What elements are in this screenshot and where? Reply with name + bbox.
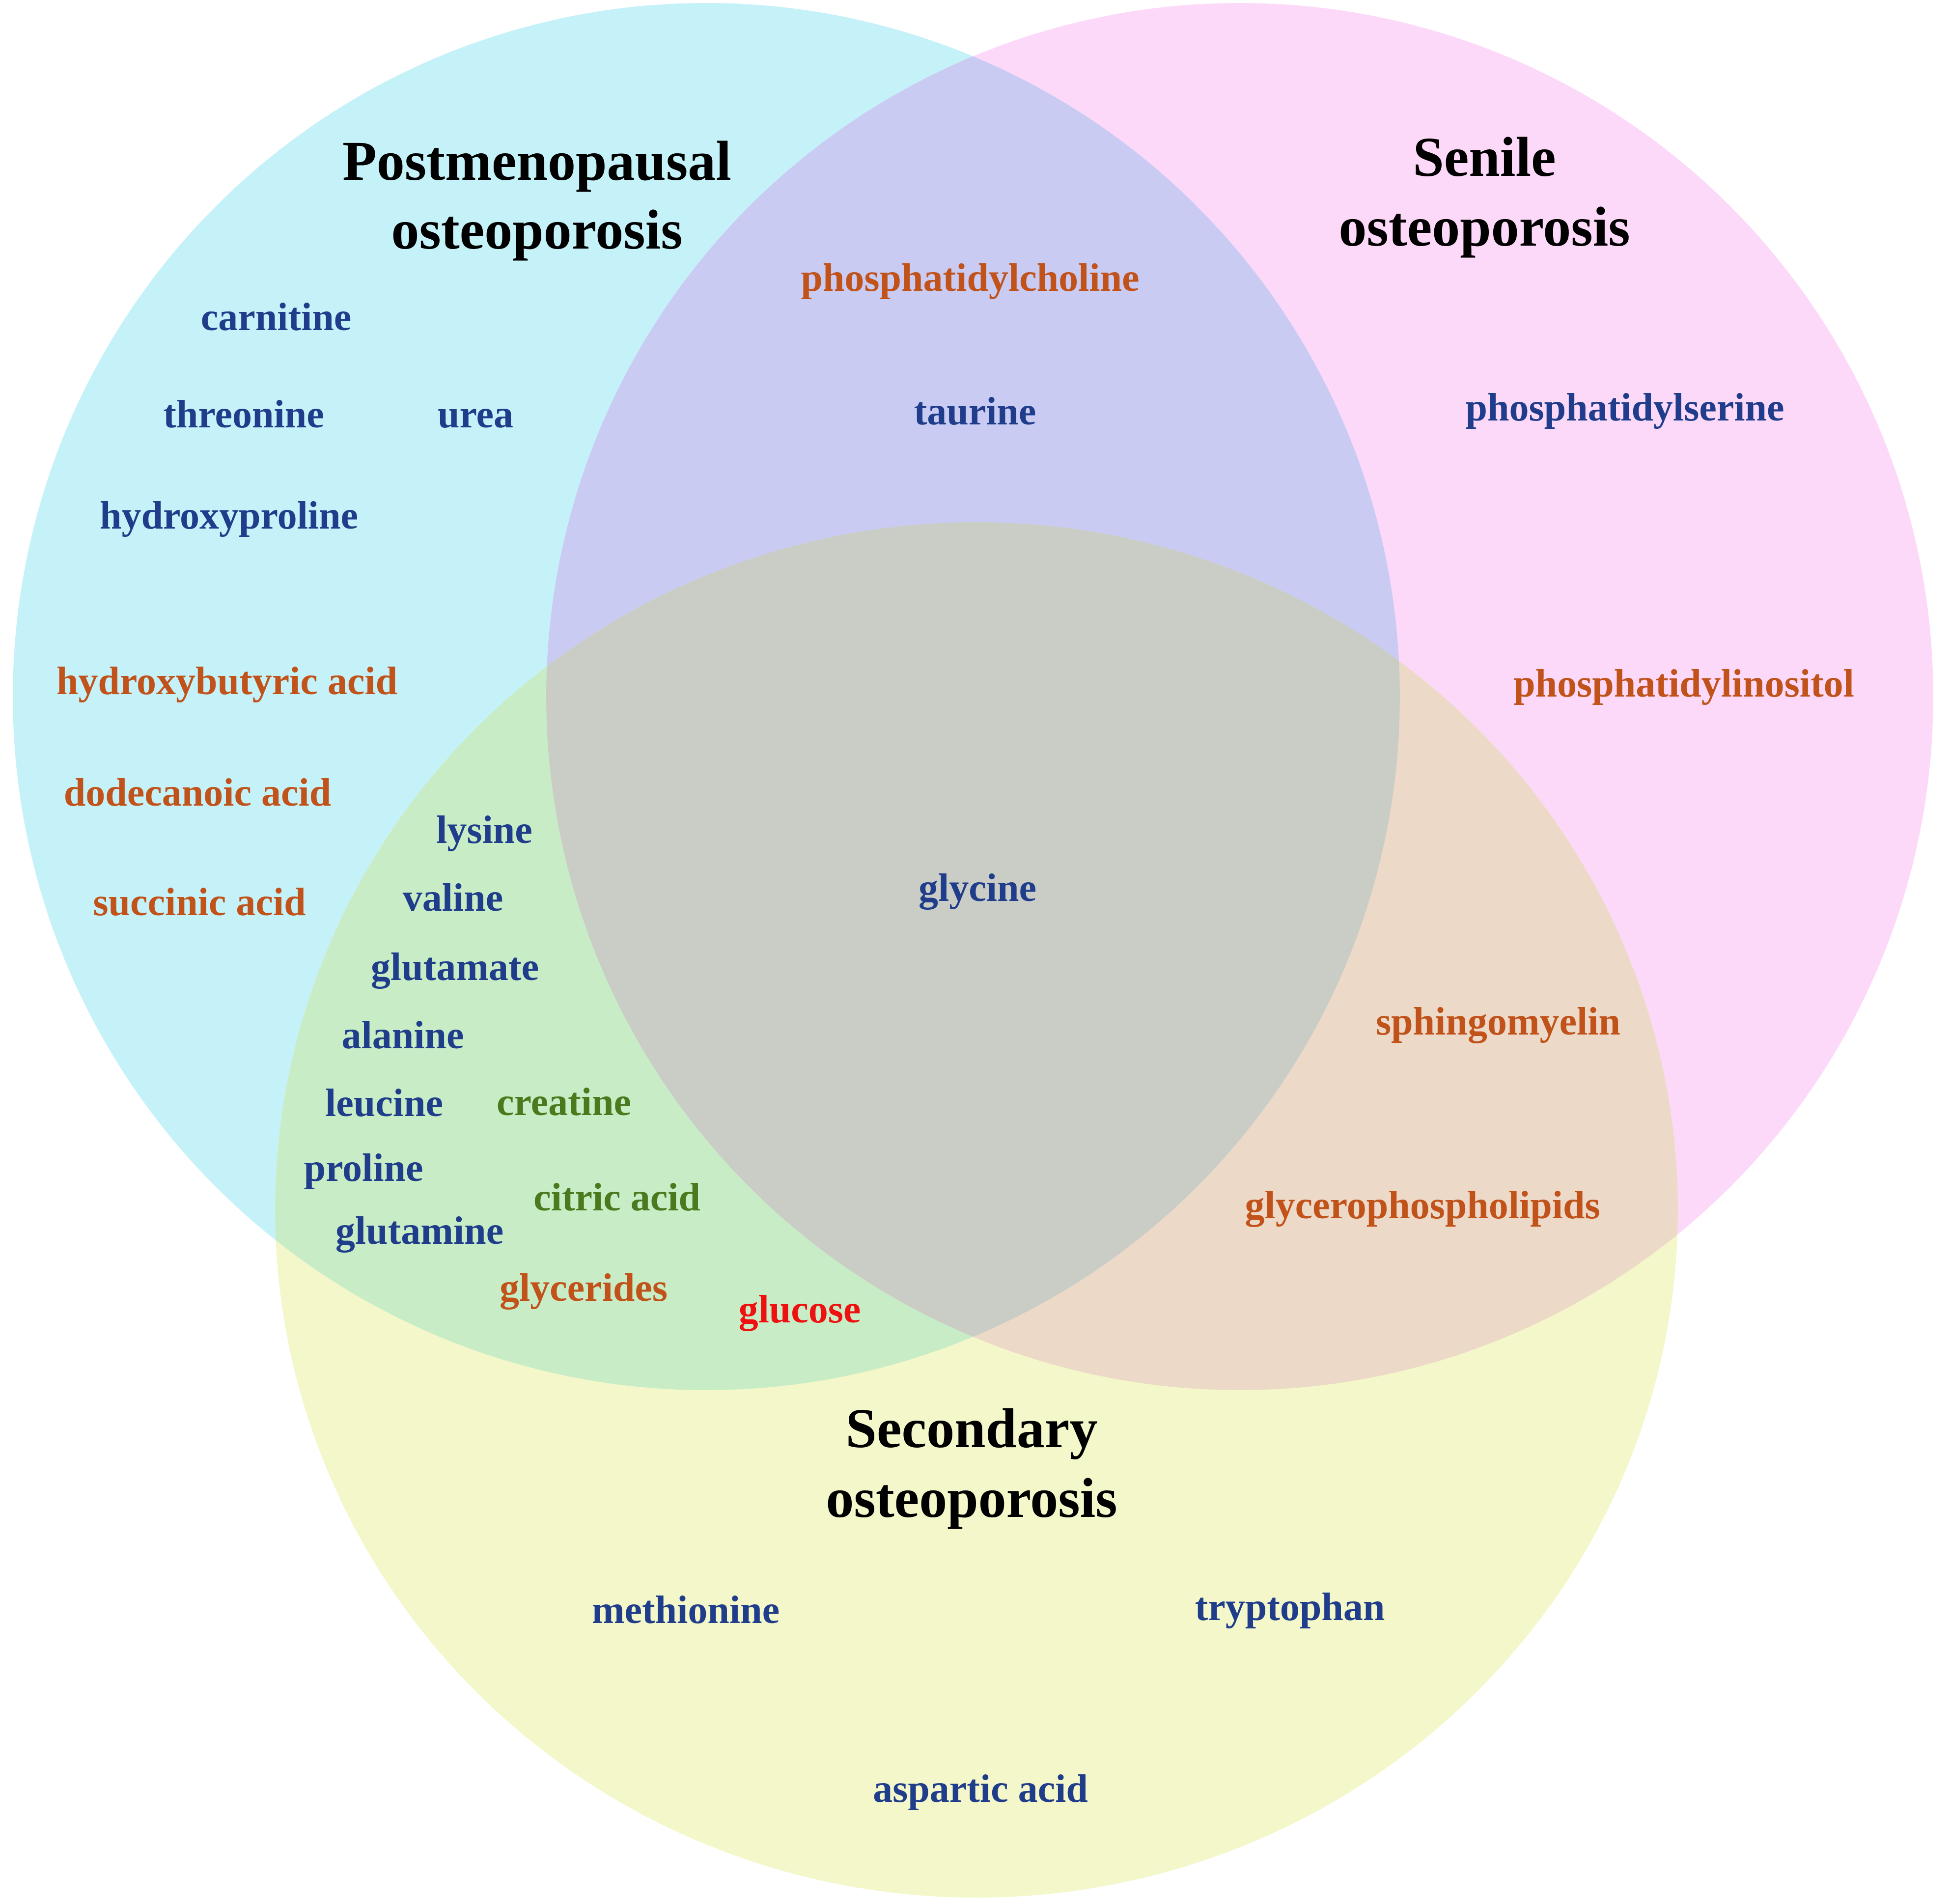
metabolite-glutamine: glutamine — [335, 1209, 503, 1253]
metabolite-glucose: glucose — [739, 1288, 861, 1331]
metabolite-phosphatidylinositol: phosphatidylinositol — [1513, 662, 1854, 705]
metabolite-glycerides: glycerides — [500, 1266, 668, 1310]
metabolite-carnitine: carnitine — [201, 296, 352, 339]
metabolite-alanine: alanine — [342, 1014, 464, 1057]
metabolite-hydroxybutyric-acid: hydroxybutyric acid — [56, 660, 397, 703]
metabolite-taurine: taurine — [914, 390, 1036, 433]
senile-title-line1: Senile — [1413, 126, 1556, 188]
metabolite-aspartic-acid: aspartic acid — [873, 1767, 1088, 1811]
metabolite-threonine: threonine — [163, 393, 324, 436]
overlap-all-three — [546, 522, 1400, 1390]
secondary-title-line1: Secondary — [846, 1397, 1098, 1459]
metabolite-proline: proline — [304, 1147, 423, 1190]
metabolite-glycerophospholipids: glycerophospholipids — [1245, 1184, 1600, 1227]
metabolite-hydroxyproline: hydroxyproline — [100, 494, 358, 537]
metabolite-succinic-acid: succinic acid — [93, 881, 306, 924]
metabolite-valine: valine — [403, 876, 503, 920]
metabolite-creatine: creatine — [497, 1081, 631, 1124]
metabolite-sphingomyelin: sphingomyelin — [1376, 1000, 1620, 1043]
metabolite-leucine: leucine — [325, 1082, 443, 1125]
postmenopausal-title-line2: osteoporosis — [391, 198, 682, 261]
metabolite-glycine: glycine — [919, 867, 1036, 910]
metabolite-phosphatidylserine: phosphatidylserine — [1465, 386, 1784, 429]
metabolite-methionine: methionine — [592, 1589, 780, 1632]
metabolite-dodecanoic-acid: dodecanoic acid — [64, 771, 331, 814]
metabolite-tryptophan: tryptophan — [1195, 1586, 1385, 1629]
senile-title-line2: osteoporosis — [1338, 196, 1630, 258]
metabolite-lysine: lysine — [436, 809, 532, 852]
metabolite-phosphatidylcholine: phosphatidylcholine — [801, 256, 1139, 300]
metabolite-glutamate: glutamate — [371, 946, 539, 989]
postmenopausal-title-line1: Postmenopausal — [342, 130, 731, 192]
secondary-title-line2: osteoporosis — [826, 1467, 1117, 1529]
metabolite-citric-acid: citric acid — [533, 1176, 700, 1219]
metabolite-urea: urea — [438, 393, 513, 436]
